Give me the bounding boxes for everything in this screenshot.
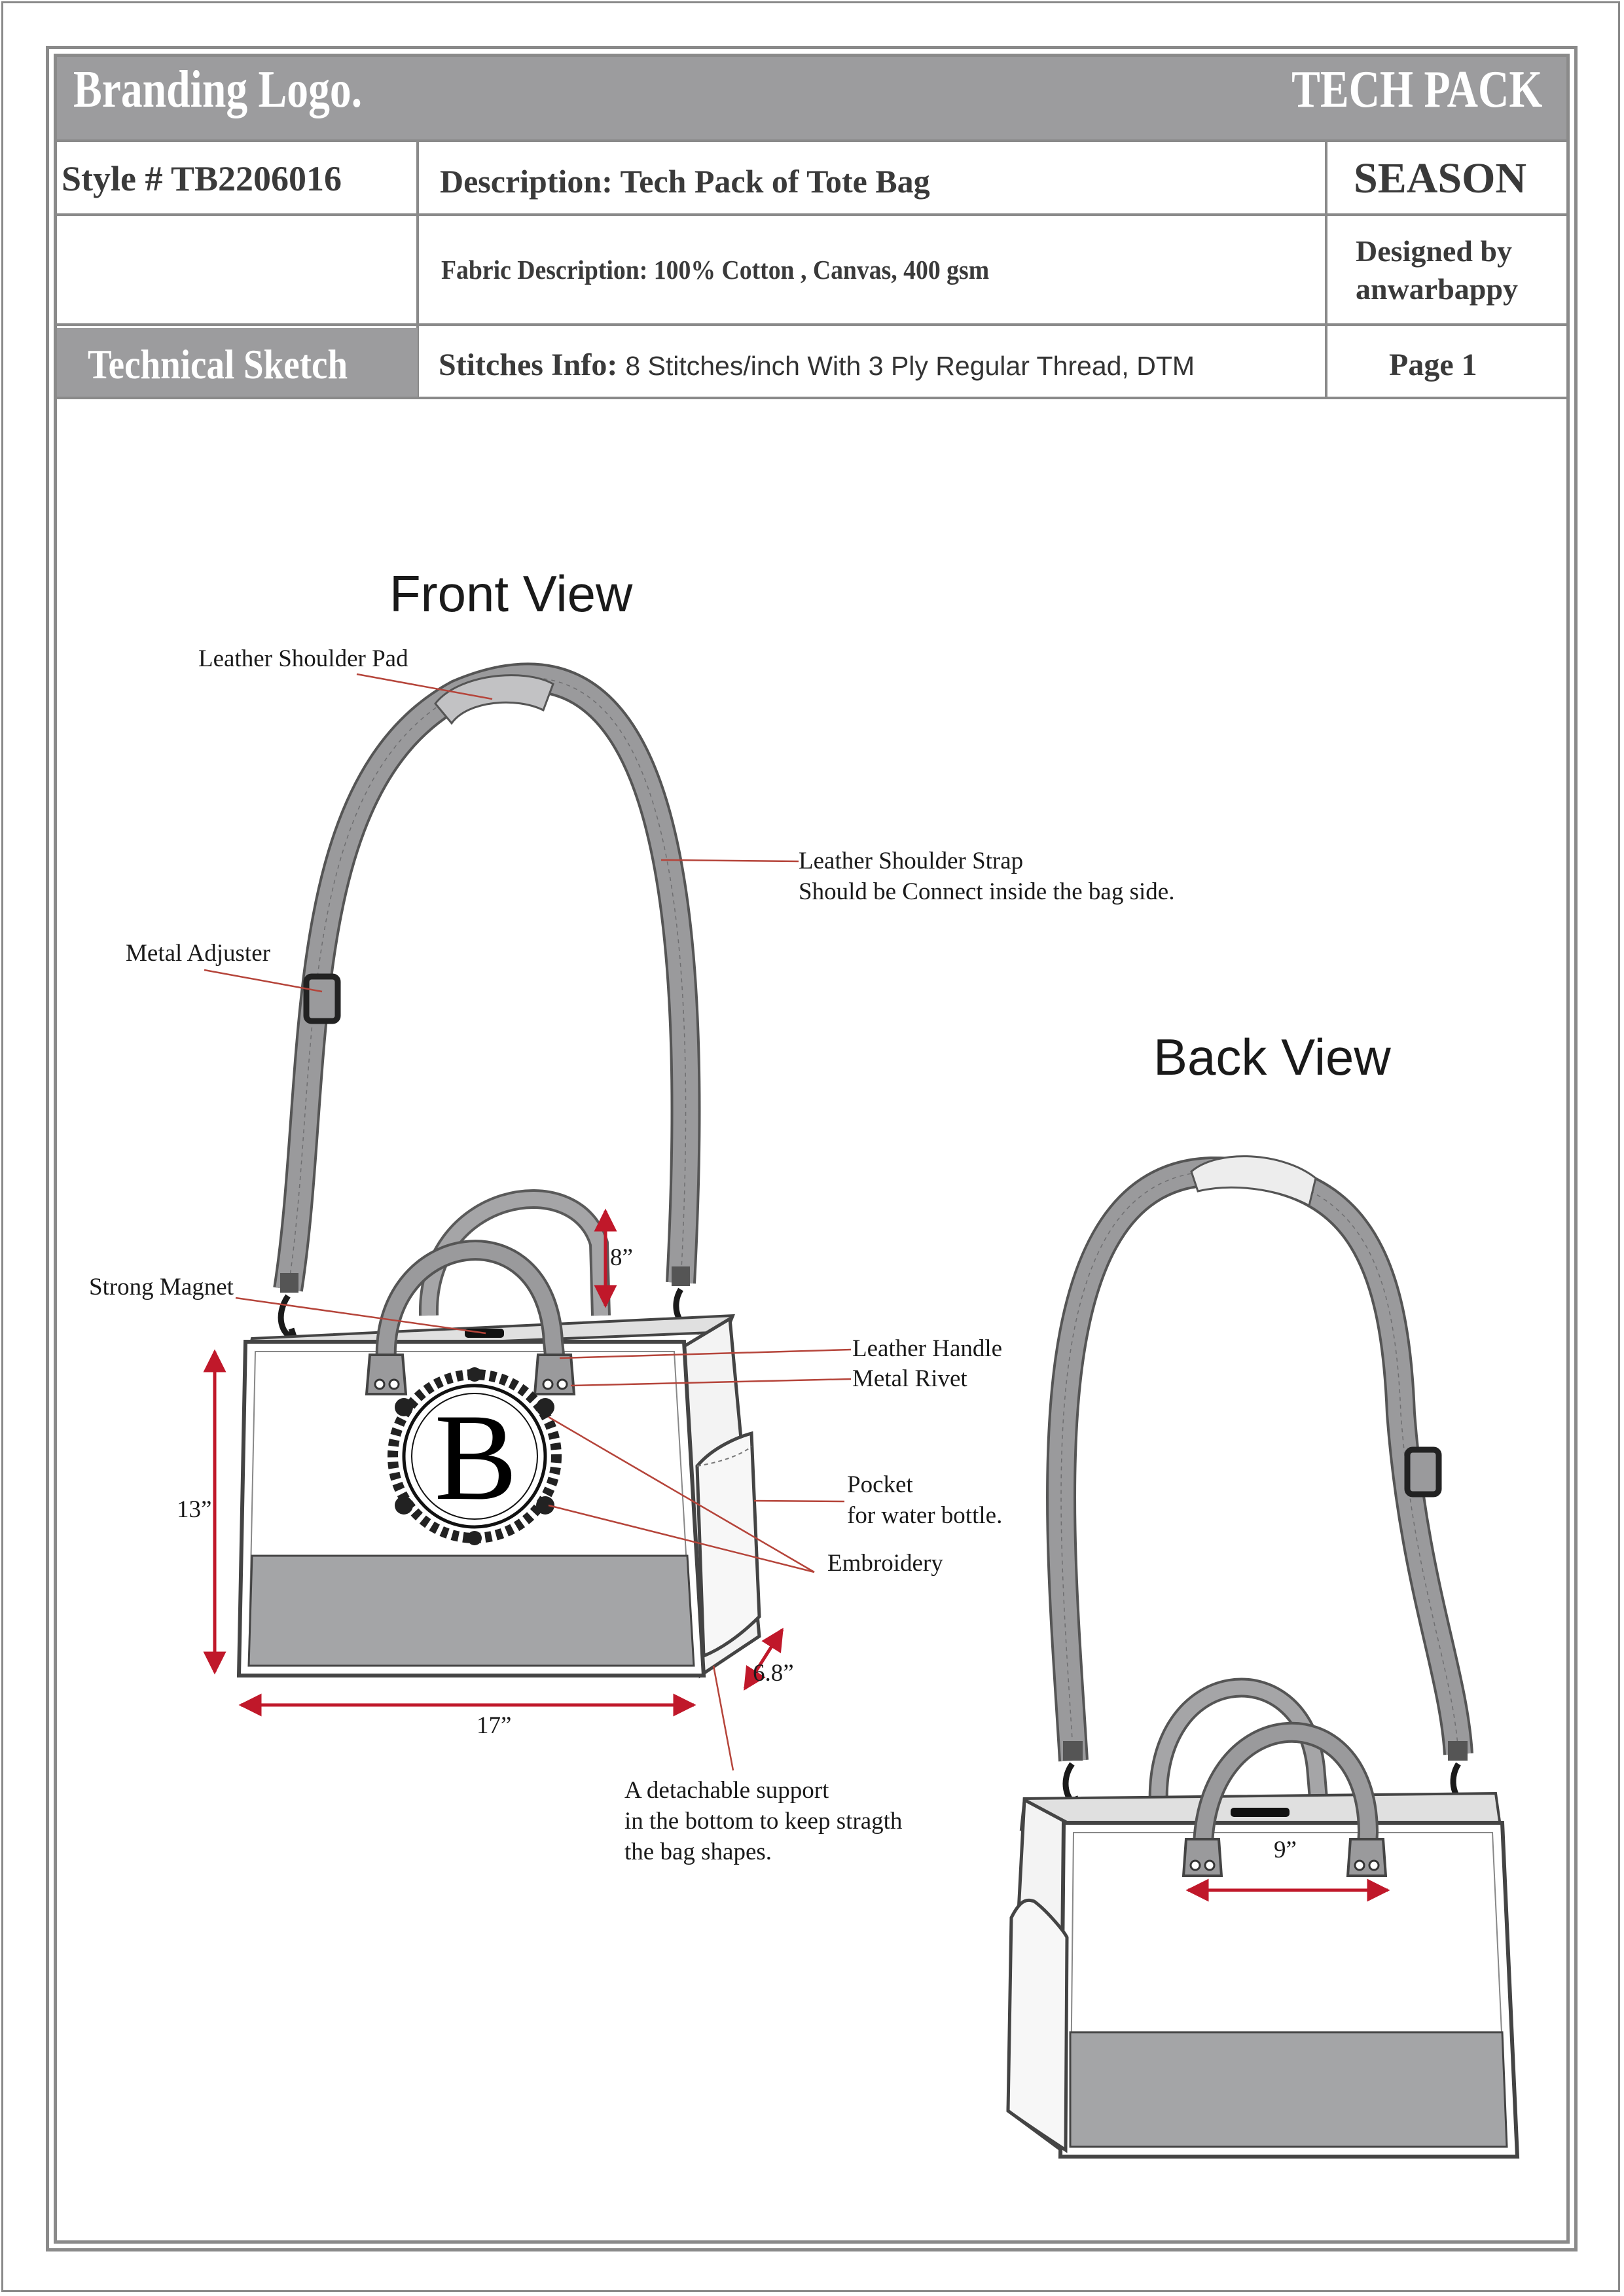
table-rule bbox=[54, 139, 1570, 142]
callout-pocket: Pocket for water bottle. bbox=[847, 1469, 1002, 1531]
table-rule bbox=[54, 213, 1570, 216]
dimension-width: 17” bbox=[477, 1712, 512, 1739]
table-rule bbox=[54, 397, 1570, 399]
dimension-height: 13” bbox=[177, 1496, 212, 1523]
callout-strong-magnet: Strong Magnet bbox=[89, 1274, 234, 1300]
section-band bbox=[57, 328, 418, 397]
table-rule bbox=[54, 323, 1570, 326]
stitches-label: Stitches Info: bbox=[439, 348, 618, 382]
dimension-handle-drop: 8” bbox=[610, 1244, 633, 1271]
season-label: SEASON bbox=[1354, 154, 1527, 202]
stitches-value: 8 Stitches/inch With 3 Ply Regular Threa… bbox=[625, 351, 1195, 381]
monogram-letter: B bbox=[435, 1389, 518, 1526]
page-number: Page 1 bbox=[1389, 348, 1477, 382]
front-view-title: Front View bbox=[389, 565, 633, 622]
callout-embroidery: Embroidery bbox=[827, 1550, 943, 1577]
shoulder-strap bbox=[273, 662, 701, 1292]
bottle-pocket bbox=[695, 1431, 761, 1659]
magnet bbox=[1231, 1808, 1290, 1817]
strap-hook bbox=[1062, 1741, 1085, 1812]
callout-support-line1: A detachable support bbox=[624, 1777, 829, 1804]
style-number: Style # TB2206016 bbox=[62, 159, 342, 198]
rivet-tab bbox=[1346, 1838, 1388, 1877]
depth-arrow bbox=[743, 1628, 784, 1691]
table-rule bbox=[1325, 139, 1327, 399]
document-title: TECH PACK bbox=[1291, 61, 1542, 118]
callout-support-line3: the bag shapes. bbox=[624, 1839, 772, 1865]
callout-pocket-line2: for water bottle. bbox=[847, 1502, 1003, 1529]
stitches-info: Stitches Info: 8 Stitches/inch With 3 Pl… bbox=[439, 347, 1195, 383]
callout-leaders bbox=[204, 673, 852, 1771]
callout-metal-rivet: Metal Rivet bbox=[852, 1365, 967, 1392]
sheet-inner-border bbox=[54, 54, 1570, 2244]
callout-pocket-line1: Pocket bbox=[847, 1471, 913, 1498]
rivet-tab bbox=[365, 1354, 408, 1395]
back-view-title: Back View bbox=[1153, 1028, 1391, 1086]
shoulder-pad bbox=[434, 674, 554, 725]
rivet-tab bbox=[533, 1354, 576, 1395]
table-rule bbox=[416, 139, 419, 399]
embroidery-monogram: B bbox=[388, 1367, 562, 1545]
designer-name: anwarbappy bbox=[1356, 272, 1518, 306]
callout-detachable-support: A detachable support in the bottom to ke… bbox=[624, 1775, 902, 1867]
callout-strap-line2: Should be Connect inside the bag side. bbox=[799, 878, 1175, 905]
metal-adjuster bbox=[1404, 1446, 1442, 1498]
callout-strap-line1: Leather Shoulder Strap bbox=[799, 848, 1024, 874]
sheet-border bbox=[46, 46, 1578, 2251]
callout-leather-handle: Leather Handle bbox=[852, 1335, 1003, 1362]
rivet-tab bbox=[1182, 1838, 1223, 1877]
dimension-depth: 6.8” bbox=[753, 1660, 794, 1687]
header-band bbox=[57, 57, 1566, 141]
callout-shoulder-strap: Leather Shoulder Strap Should be Connect… bbox=[799, 846, 1174, 907]
callout-support-line2: in the bottom to keep stragth bbox=[624, 1808, 903, 1835]
callout-metal-adjuster: Metal Adjuster bbox=[126, 940, 270, 967]
front-view-drawing: B bbox=[203, 662, 852, 1771]
branding-logo: Branding Logo. bbox=[73, 61, 363, 118]
fabric-description: Fabric Description: 100% Cotton , Canvas… bbox=[441, 255, 990, 285]
bag-bottom-panel bbox=[1069, 2031, 1508, 2148]
metal-adjuster bbox=[303, 973, 341, 1024]
section-title: Technical Sketch bbox=[88, 341, 348, 387]
shoulder-pad bbox=[1190, 1155, 1317, 1208]
bag-bottom-panel bbox=[247, 1554, 695, 1667]
callout-shoulder-pad: Leather Shoulder Pad bbox=[198, 645, 408, 672]
bottle-pocket bbox=[1006, 1898, 1069, 2153]
back-view-drawing bbox=[1006, 1155, 1520, 2159]
description: Description: Tech Pack of Tote Bag bbox=[440, 163, 930, 200]
dimension-handle-span: 9” bbox=[1274, 1837, 1297, 1863]
designer-label: Designed by bbox=[1356, 234, 1512, 268]
